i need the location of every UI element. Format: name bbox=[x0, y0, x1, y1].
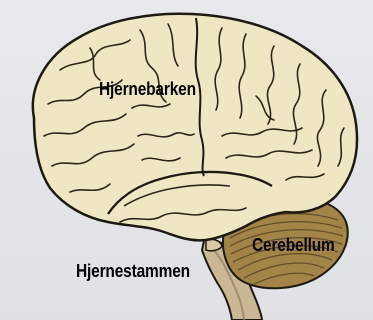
label-cortex: Hjernebarken bbox=[99, 80, 196, 98]
label-brainstem: Hjernestammen bbox=[76, 262, 190, 280]
cortex-shape bbox=[33, 14, 357, 241]
pituitary-shape bbox=[206, 239, 222, 251]
label-cerebellum: Cerebellum bbox=[252, 236, 335, 254]
